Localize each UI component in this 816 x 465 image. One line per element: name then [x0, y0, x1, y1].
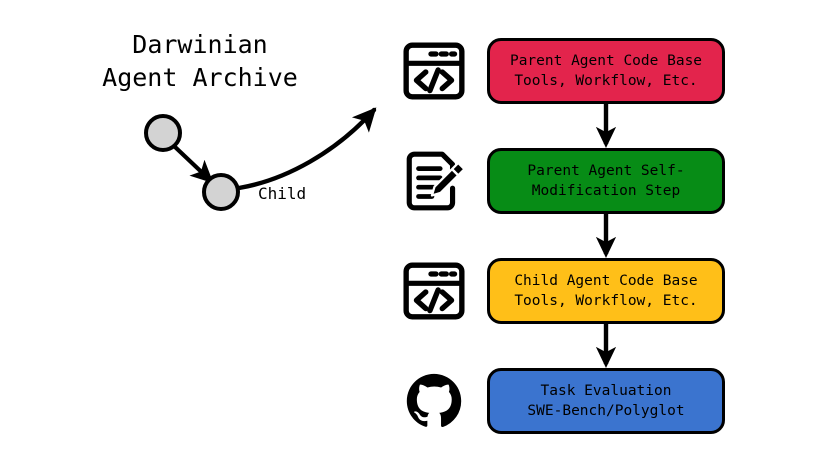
pipeline-step-parent-agent-self-modification[interactable]: Parent Agent Self- Modification Step	[487, 148, 725, 214]
pipeline-step-label: Parent Agent Code Base Tools, Workflow, …	[509, 53, 703, 89]
document-edit-icon	[396, 143, 472, 219]
pipeline-step-label: Parent Agent Self- Modification Step	[527, 163, 685, 199]
archive-node-parent[interactable]	[144, 114, 182, 152]
code-window-icon	[396, 33, 472, 109]
github-icon	[396, 363, 472, 439]
code-window-icon	[396, 253, 472, 329]
pipeline-step-parent-agent-code-base[interactable]: Parent Agent Code Base Tools, Workflow, …	[487, 38, 725, 104]
pipeline-step-label: Child Agent Code Base Tools, Workflow, E…	[514, 273, 698, 309]
archive-to-pipeline-arrow	[236, 107, 377, 191]
archive-node-child[interactable]	[202, 173, 240, 211]
archive-title: Darwinian Agent Archive	[102, 30, 298, 92]
pipeline-step-label: Task Evaluation SWE-Bench/Polyglot	[527, 383, 685, 419]
archive-edge-parent-to-child	[172, 144, 214, 184]
pipeline-step-task-evaluation[interactable]: Task Evaluation SWE-Bench/Polyglot	[487, 368, 725, 434]
archive-edge-label-child: Child	[258, 184, 307, 203]
pipeline-step-child-agent-code-base[interactable]: Child Agent Code Base Tools, Workflow, E…	[487, 258, 725, 324]
